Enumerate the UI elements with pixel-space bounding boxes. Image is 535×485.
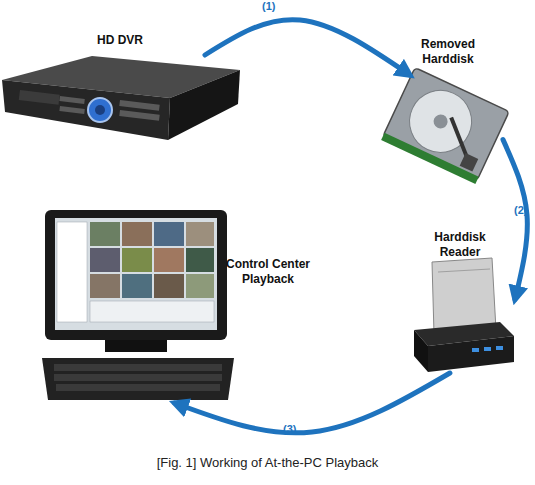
- dvr-buttons: [119, 100, 159, 111]
- keyboard-keys: [54, 364, 222, 371]
- monitor-screen: [55, 218, 217, 330]
- video-tile: [90, 248, 120, 272]
- video-tile: [154, 248, 184, 272]
- video-tile: [154, 222, 184, 246]
- dvr-dial: [88, 98, 112, 122]
- device-label: Removed Harddisk: [408, 37, 488, 67]
- device-node: Control Center Playback: [40, 205, 235, 403]
- keyboard-keys: [56, 384, 220, 391]
- harddisk-spindle: [431, 112, 450, 131]
- figure-caption: [Fig. 1] Working of At-the-PC Playback: [0, 455, 535, 470]
- dvr-slot: [19, 90, 60, 105]
- video-tile: [186, 274, 214, 298]
- device-node: Removed Harddisk: [388, 75, 503, 170]
- keyboard-keys: [54, 374, 222, 381]
- device-label: HD DVR: [0, 33, 240, 48]
- harddisk-arm: [437, 118, 484, 164]
- harddisk-illustration: [381, 68, 509, 184]
- harddisk-board: [381, 133, 479, 184]
- screen-sidebar: [57, 222, 87, 322]
- device-node: HD DVR: [0, 55, 240, 145]
- reader-disk-line: [438, 269, 490, 272]
- dvr-illustration: [2, 56, 240, 140]
- flow-arrow: [503, 140, 527, 300]
- device-label: Control Center Playback: [220, 257, 316, 287]
- dvr-buttons: [59, 96, 84, 104]
- monitor-bezel: [45, 210, 227, 340]
- usb-port: [496, 346, 503, 350]
- video-tile: [90, 274, 120, 298]
- video-tile: [122, 222, 152, 246]
- pc-illustration: [42, 210, 234, 400]
- reader-front: [428, 336, 514, 372]
- step-number: (3): [283, 423, 296, 435]
- dvr-buttons: [59, 106, 84, 114]
- usb-port: [484, 347, 491, 351]
- usb-port: [472, 348, 479, 352]
- video-tile: [90, 222, 120, 246]
- step-number: (1): [262, 0, 275, 12]
- reader-disk: [432, 258, 496, 334]
- dvr-buttons: [119, 110, 159, 121]
- video-tile: [186, 222, 214, 246]
- keyboard: [42, 358, 234, 400]
- video-tile: [122, 248, 152, 272]
- video-tile: [186, 248, 214, 272]
- device-node: Harddisk Reader: [410, 268, 515, 373]
- flow-arrow: [205, 20, 410, 75]
- video-tile: [154, 274, 184, 298]
- reader-side: [414, 330, 428, 372]
- video-tile: [122, 274, 152, 298]
- step-number: (2): [514, 204, 527, 216]
- dvr-dial-center: [95, 105, 105, 115]
- dvr-side: [168, 70, 240, 140]
- reader-illustration: [414, 258, 514, 372]
- flow-arrow: [175, 373, 450, 433]
- device-label: Harddisk Reader: [425, 230, 495, 260]
- screen-timeline: [90, 301, 214, 322]
- harddisk-actuator: [460, 153, 479, 172]
- monitor-stand: [105, 340, 167, 352]
- dvr-front: [2, 80, 170, 140]
